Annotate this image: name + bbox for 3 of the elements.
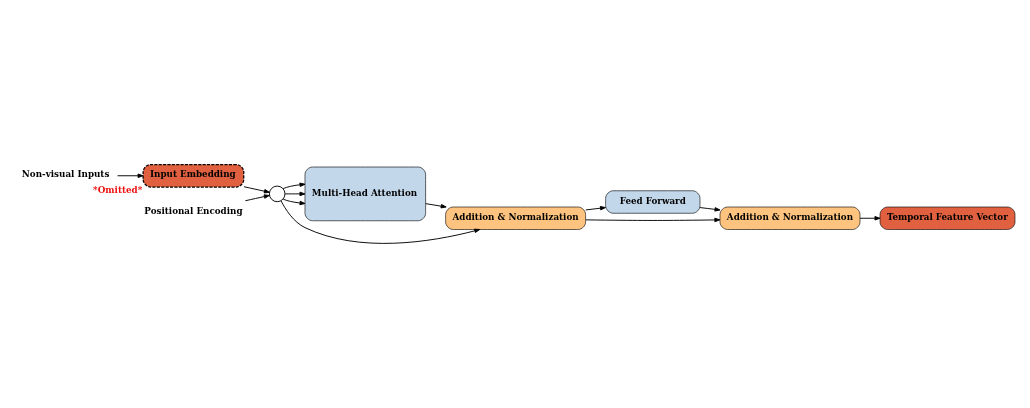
node-label: *Omitted* — [93, 185, 143, 196]
node-text: Positional Encoding — [144, 205, 243, 216]
node-text: Non-visual Inputs — [21, 169, 110, 180]
